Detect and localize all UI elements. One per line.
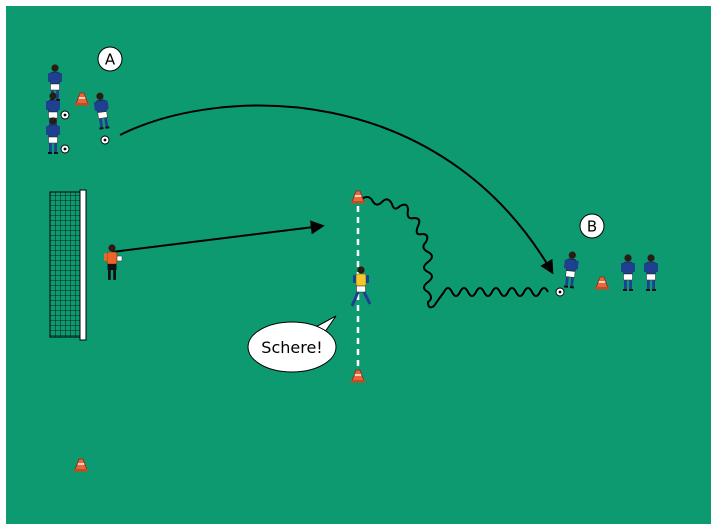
ball-icon — [101, 136, 109, 144]
group-a-label: A — [98, 47, 122, 71]
ball-icon — [556, 288, 564, 296]
group-b-label: B — [580, 214, 604, 238]
speech-bubble-text: Schere! — [261, 338, 322, 357]
ball-icon — [61, 111, 69, 119]
group-b-text: B — [587, 218, 597, 236]
goal-icon — [50, 190, 86, 340]
group-a-text: A — [105, 51, 116, 69]
ball-icon — [61, 145, 69, 153]
